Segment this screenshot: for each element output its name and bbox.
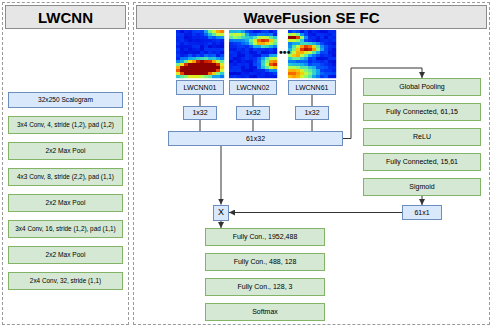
layer-label: 2x2 Max Pool: [46, 199, 86, 206]
layer-label: 61x32: [246, 135, 265, 143]
layer-label: 61x1: [414, 209, 429, 217]
layer-box: 4x3 Conv, 8, stride (2,2), pad (1,1): [8, 168, 123, 186]
layer-box: 3x4 Conv, 4, stride (1,2), pad (1,2): [8, 116, 123, 134]
layer-box: Fully Con., 488, 128: [205, 253, 325, 271]
layer-label: ReLU: [413, 133, 431, 141]
connector: [221, 221, 222, 229]
layer-box: LWCNN61: [288, 80, 336, 95]
layer-box: 1x32: [183, 106, 217, 120]
panel: LWCNN 32x250 Scalogram 3x4 Conv, 4, stride…: [2, 2, 129, 325]
layer-label: 4x3 Conv, 8, stride (2,2), pad (1,1): [17, 173, 114, 180]
connector: [221, 146, 222, 205]
layer-label: LWCNN61: [296, 84, 329, 92]
layer-label: Fully Connected, 61,15: [386, 108, 458, 116]
layer-label: Fully Con., 1952,488: [233, 233, 298, 241]
connector: [200, 95, 201, 106]
layer-label: 1x32: [304, 109, 319, 117]
layer-box: 2x2 Max Pool: [8, 194, 123, 212]
layer-box: Softmax: [205, 303, 325, 321]
ellipsis-dots: •••: [279, 46, 291, 58]
layer-box: Global Pooling: [363, 78, 481, 96]
panel-title: LWCNN: [5, 5, 126, 29]
layer-box: LWCNN02: [229, 80, 277, 95]
layer-box: 61x1: [402, 205, 442, 220]
panel-title: WaveFusion SE FC: [136, 5, 487, 29]
layer-box: 1x32: [295, 106, 329, 120]
connector: [253, 95, 254, 106]
layer-label: 3x4 Conv, 16, stride (1,2), pad (1,1): [15, 225, 115, 232]
layer-label: Fully Con., 488, 128: [234, 258, 297, 266]
layer-box: LWCNN01: [176, 80, 224, 95]
connector: [229, 212, 402, 213]
layer-label: X: [218, 208, 224, 218]
layer-label: 3x4 Conv, 4, stride (1,2), pad (1,2): [17, 121, 114, 128]
scalogram-image: [288, 30, 336, 78]
layer-box: 3x4 Conv, 16, stride (1,2), pad (1,1): [8, 220, 123, 238]
connector: [312, 95, 313, 106]
layer-label: 2x2 Max Pool: [46, 251, 86, 258]
layer-label: 32x250 Scalogram: [38, 96, 93, 103]
connector: [312, 120, 313, 131]
layer-box: Fully Connected, 61,15: [363, 103, 481, 121]
panel: WaveFusion SE FC LWCNN01 LWCNN02 LWCNN61 1x3…: [133, 2, 490, 325]
connector: [422, 196, 423, 205]
layer-box: Fully Connected, 15,61: [363, 153, 481, 171]
layer-label: 2x2 Max Pool: [46, 147, 86, 154]
connector: [253, 120, 254, 131]
layer-label: 1x32: [192, 109, 207, 117]
layer-box: Fully Con., 128, 3: [205, 278, 325, 296]
layer-box: ReLU: [363, 128, 481, 146]
layer-label: LWCNN02: [237, 84, 270, 92]
layer-box: 2x2 Max Pool: [8, 142, 123, 160]
layer-label: 2x4 Conv, 32, stride (1,1): [30, 277, 101, 284]
scalogram-image: [229, 30, 277, 78]
layer-label: LWCNN01: [184, 84, 217, 92]
scalogram-image: [176, 30, 224, 78]
layer-label: Softmax: [252, 308, 278, 316]
layer-box: Sigmoid: [363, 178, 481, 196]
layer-box: X: [213, 205, 229, 221]
layer-label: Global Pooling: [399, 83, 445, 91]
connector: [200, 120, 201, 131]
layer-label: Fully Connected, 15,61: [386, 158, 458, 166]
layer-box: 2x2 Max Pool: [8, 246, 123, 264]
layer-box: Fully Con., 1952,488: [205, 228, 325, 246]
layer-box: 61x32: [168, 131, 343, 146]
layer-label: Sigmoid: [409, 183, 434, 191]
layer-label: Fully Con., 128, 3: [238, 283, 293, 291]
layer-box: 32x250 Scalogram: [8, 92, 123, 108]
layer-box: 1x32: [236, 106, 270, 120]
layer-label: 1x32: [245, 109, 260, 117]
layer-box: 2x4 Conv, 32, stride (1,1): [8, 272, 123, 290]
